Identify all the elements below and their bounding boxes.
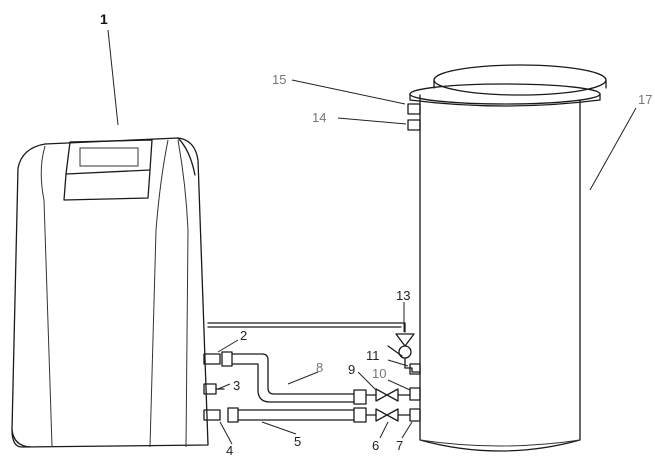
label-14: 14 [312, 110, 326, 125]
label-5: 5 [294, 434, 301, 449]
label-1: 1 [100, 11, 108, 27]
tank-lid [409, 64, 607, 107]
label-10: 10 [372, 366, 386, 381]
outlet-hose [221, 351, 367, 405]
softener-unit [11, 137, 209, 448]
label-15: 15 [272, 72, 286, 87]
float-port [387, 345, 421, 375]
tank-lower-ports [409, 387, 421, 422]
float-valve [395, 333, 415, 369]
inlet-hose [227, 407, 367, 423]
inlet-valve [365, 408, 411, 422]
leader-lines [107, 29, 637, 445]
label-8: 8 [316, 360, 323, 375]
label-3: 3 [233, 378, 240, 393]
label-6: 6 [372, 438, 379, 453]
outlet-valve [365, 388, 411, 402]
tank-upper-ports [407, 103, 421, 131]
float-line [207, 322, 406, 333]
control-head [63, 139, 153, 201]
label-9: 9 [348, 362, 355, 377]
label-13: 13 [396, 288, 410, 303]
label-2: 2 [240, 328, 247, 343]
label-11: 11 [366, 348, 380, 363]
label-17: 17 [638, 92, 652, 107]
storage-tank [419, 94, 581, 452]
label-4: 4 [226, 443, 233, 457]
label-7: 7 [396, 438, 403, 453]
